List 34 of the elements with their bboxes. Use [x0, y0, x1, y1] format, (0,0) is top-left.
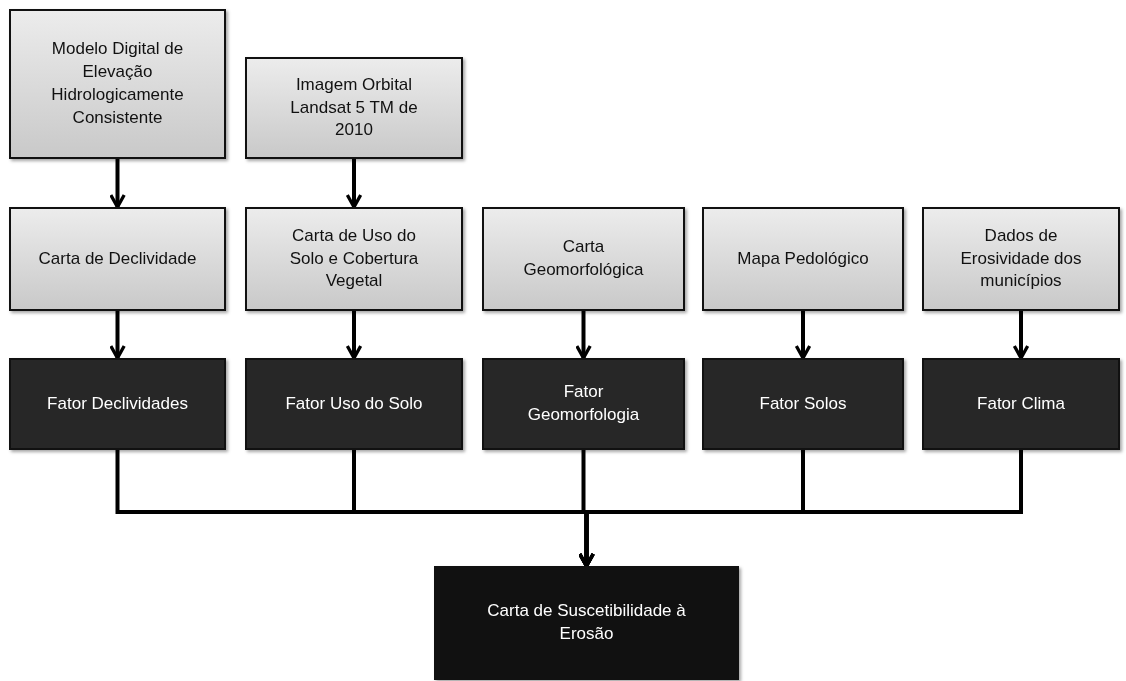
- arrow: [1012, 311, 1030, 360]
- process-box: [482, 358, 685, 450]
- arrow: [578, 450, 1023, 568]
- process-box: [245, 57, 463, 159]
- box-text: Imagem Orbital Landsat 5 TM de 2010: [289, 73, 419, 142]
- process-box: [9, 358, 226, 450]
- arrow: [109, 311, 126, 360]
- process-box: [702, 207, 904, 311]
- arrow: [575, 311, 592, 360]
- box-text: Carta de Suscetibilidade à Erosão: [486, 600, 687, 645]
- box-text: Fator Uso do Solo: [285, 392, 423, 415]
- box-text: Mapa Pedológico: [737, 247, 869, 270]
- box-text: Fator Declividades: [47, 392, 188, 415]
- box-text: Fator Solos: [759, 392, 847, 415]
- box-text: Carta Geomorfológica: [522, 236, 645, 281]
- process-box: [245, 207, 463, 311]
- process-box: [922, 358, 1120, 450]
- box-text: Modelo Digital de Elevação Hidrologicamente Consistente: [50, 38, 185, 129]
- process-box: [9, 9, 226, 159]
- process-box: [434, 566, 739, 680]
- process-box: [702, 358, 904, 450]
- box-text: Fator Clima: [977, 392, 1065, 415]
- process-box: [245, 358, 463, 450]
- process-box: [9, 207, 226, 311]
- process-box: [922, 207, 1120, 311]
- arrow: [345, 159, 363, 209]
- box-text: Carta de Uso do Solo e Cobertura Vegetal: [288, 224, 420, 293]
- box-text: Fator Geomorfologia: [526, 381, 641, 426]
- arrow: [794, 311, 812, 360]
- arrow: [109, 159, 126, 209]
- box-text: Carta de Declividade: [38, 247, 197, 270]
- arrow: [345, 311, 363, 360]
- process-box: [482, 207, 685, 311]
- box-text: Dados de Erosividade dos municípios: [959, 224, 1083, 293]
